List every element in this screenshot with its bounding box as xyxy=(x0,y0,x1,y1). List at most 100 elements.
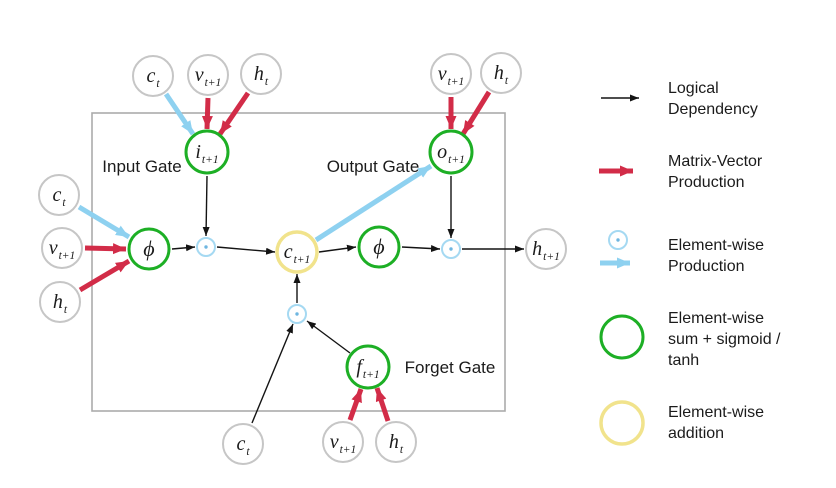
node-cell-ct1-circle xyxy=(275,230,319,274)
node-ht-bottom-label: ht xyxy=(389,431,404,456)
legend-label: Logical xyxy=(668,80,719,97)
edge-vt1-bottom-to-forget-gate xyxy=(347,388,364,421)
node-ht-top-circle xyxy=(240,53,282,95)
edge-ht-top-to-input-gate xyxy=(217,91,251,136)
node-phi-right: ϕ xyxy=(357,225,401,269)
edge-ct-bottom-to-product3 xyxy=(251,323,294,424)
node-vt1-top-circle xyxy=(187,54,229,96)
label-forget-gate: Forget Gate xyxy=(405,358,496,377)
node-input-gate-label: it+1 xyxy=(195,141,218,166)
sum-sigmoid-circle-icon xyxy=(599,314,645,360)
node-vt1-top: vt+1 xyxy=(187,54,229,96)
edge-input-gate-to-product1 xyxy=(202,175,210,237)
node-ct-bottom: ct xyxy=(222,423,264,465)
edge-ct-left-to-phi-left xyxy=(77,204,131,240)
node-ct-bottom-label: ct xyxy=(236,433,250,458)
edge-product1-to-cell xyxy=(216,246,276,255)
label-output-gate: Output Gate xyxy=(327,157,420,176)
legend-label: Dependency xyxy=(668,101,758,118)
product-dot-icon xyxy=(204,245,208,249)
node-vt1-left-circle xyxy=(41,227,83,269)
node-forget-gate: ft+1 xyxy=(345,344,391,390)
edge-cell-to-output-gate xyxy=(314,163,433,243)
node-forget-gate-label: ft+1 xyxy=(356,356,379,381)
node-output-gate-label: ot+1 xyxy=(437,141,465,166)
node-vt1-top-label: vt+1 xyxy=(195,64,222,89)
node-phi-left-label: ϕ xyxy=(143,236,154,261)
node-vt1-bottom-label: vt+1 xyxy=(330,431,357,456)
legend-element-wise-addition: Element-wise addition xyxy=(599,400,764,446)
node-phi-right-label: ϕ xyxy=(373,234,384,259)
node-ct-left-label: ct xyxy=(52,184,66,209)
edge-phi-right-to-product2 xyxy=(401,245,441,253)
legend-label: Matrix-Vector xyxy=(668,153,763,170)
legend-label: Element-wise xyxy=(668,237,764,254)
node-ht-left-label: ht xyxy=(53,291,68,316)
edge-phi-left-to-product1 xyxy=(171,244,196,252)
legend-label: Production xyxy=(668,174,745,191)
node-forget-gate-circle xyxy=(345,344,391,390)
node-product2 xyxy=(441,239,461,259)
edge-ht-bottom-to-forget-gate xyxy=(374,387,391,422)
node-cell-ct1: ct+1 xyxy=(275,230,319,274)
node-vt1-left: vt+1 xyxy=(41,227,83,269)
product-dot-icon xyxy=(449,247,453,251)
legend-element-wise-sum: Element-wise sum + sigmoid / tanh xyxy=(599,310,781,369)
node-vt1-right-circle xyxy=(430,53,472,95)
node-input-gate: it+1 xyxy=(184,129,230,175)
node-ht-bottom-circle xyxy=(375,421,417,463)
edge-vt1-left-to-phi-left xyxy=(84,243,127,255)
legend-label: Production xyxy=(668,258,745,275)
node-ct-top-label: ct xyxy=(146,65,160,90)
node-ht1-output-circle xyxy=(525,228,567,270)
node-phi-left-circle xyxy=(127,227,171,271)
node-output-gate-circle xyxy=(428,129,474,175)
node-ht-right: ht xyxy=(480,52,522,94)
addition-circle-icon xyxy=(599,400,645,446)
legend-label: Element-wise xyxy=(668,310,764,327)
node-ht-bottom: ht xyxy=(375,421,417,463)
node-ht-left: ht xyxy=(39,281,81,323)
node-phi-left: ϕ xyxy=(127,227,171,271)
node-product3 xyxy=(287,304,307,324)
node-ht1-output: ht+1 xyxy=(525,228,567,270)
node-ht-left-circle xyxy=(39,281,81,323)
legend-label: Element-wise xyxy=(668,404,764,421)
edge-ht-right-to-output-gate xyxy=(460,90,492,136)
node-ct-bottom-circle xyxy=(222,423,264,465)
edge-ht-left-to-phi-left xyxy=(78,258,131,293)
node-vt1-right-label: vt+1 xyxy=(438,63,465,88)
label-input-gate: Input Gate xyxy=(102,157,181,176)
node-product1 xyxy=(196,237,216,257)
node-ht-right-circle xyxy=(480,52,522,94)
node-vt1-right: vt+1 xyxy=(430,53,472,95)
lstm-cell-box xyxy=(91,112,506,412)
node-ht-top: ht xyxy=(240,53,282,95)
edge-cell-to-phi-right xyxy=(318,244,357,253)
node-ct-top: ct xyxy=(132,55,174,97)
node-cell-ct1-label: ct+1 xyxy=(284,241,311,266)
node-ht-top-label: ht xyxy=(254,63,269,88)
product-dot-icon xyxy=(295,312,299,316)
node-vt1-left-label: vt+1 xyxy=(49,237,76,262)
node-vt1-bottom: vt+1 xyxy=(322,421,364,463)
node-ct-left-circle xyxy=(38,174,80,216)
node-input-gate-circle xyxy=(184,129,230,175)
node-vt1-bottom-circle xyxy=(322,421,364,463)
edge-vt1-top-to-input-gate xyxy=(201,97,213,130)
legend-label: sum + sigmoid / xyxy=(668,331,781,348)
legend-label: addition xyxy=(668,425,724,442)
edge-ct-top-to-input-gate xyxy=(163,92,196,136)
node-ht-right-label: ht xyxy=(494,62,509,87)
node-phi-right-circle xyxy=(357,225,401,269)
legend-label: tanh xyxy=(668,352,699,369)
node-ct-left: ct xyxy=(38,174,80,216)
node-ct-top-circle xyxy=(132,55,174,97)
node-ht1-output-label: ht+1 xyxy=(532,238,560,263)
node-output-gate: ot+1 xyxy=(428,129,474,175)
